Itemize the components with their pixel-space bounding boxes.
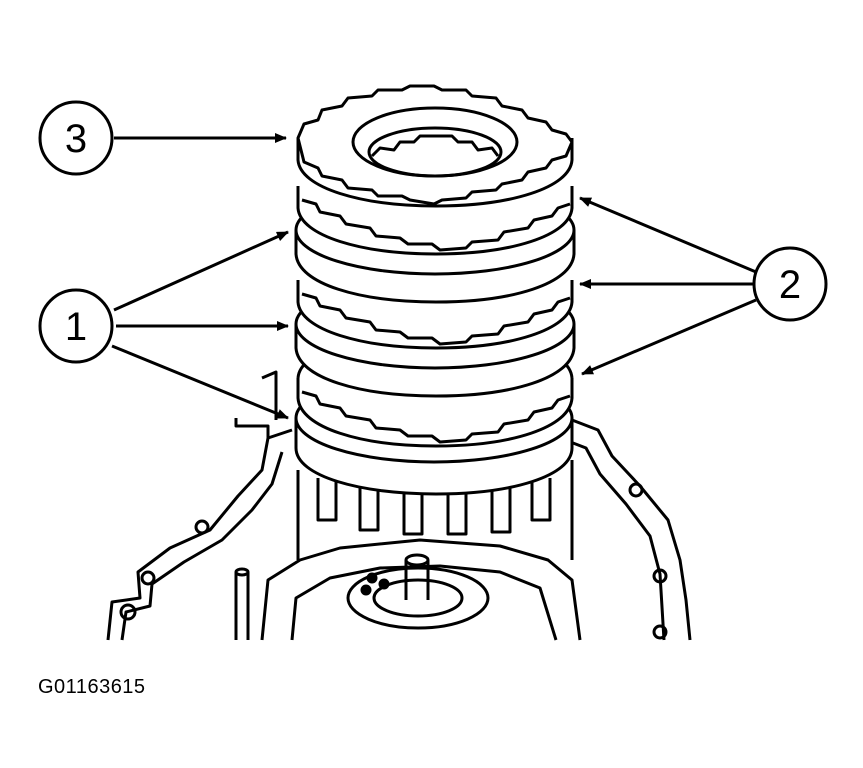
leader-1-c [111, 344, 289, 420]
callout-2: 2 [752, 246, 828, 322]
clutch-plate-stack [294, 84, 576, 496]
leader-arrows [111, 133, 757, 420]
callout-1: 1 [38, 288, 114, 364]
steel-plate-upper [296, 186, 574, 256]
callout-2-number: 2 [779, 263, 801, 307]
transmission-housing [106, 370, 692, 641]
callout-3-number: 3 [65, 117, 87, 161]
figure-id-label: G01163615 [38, 676, 146, 698]
leader-1-a [113, 230, 289, 312]
callout-1-number: 1 [65, 305, 87, 349]
leader-2-a [579, 196, 757, 274]
leader-2-c [581, 298, 757, 376]
callout-3: 3 [38, 100, 114, 176]
steel-plate-lower [296, 332, 574, 448]
backing-plate-top [296, 84, 574, 208]
